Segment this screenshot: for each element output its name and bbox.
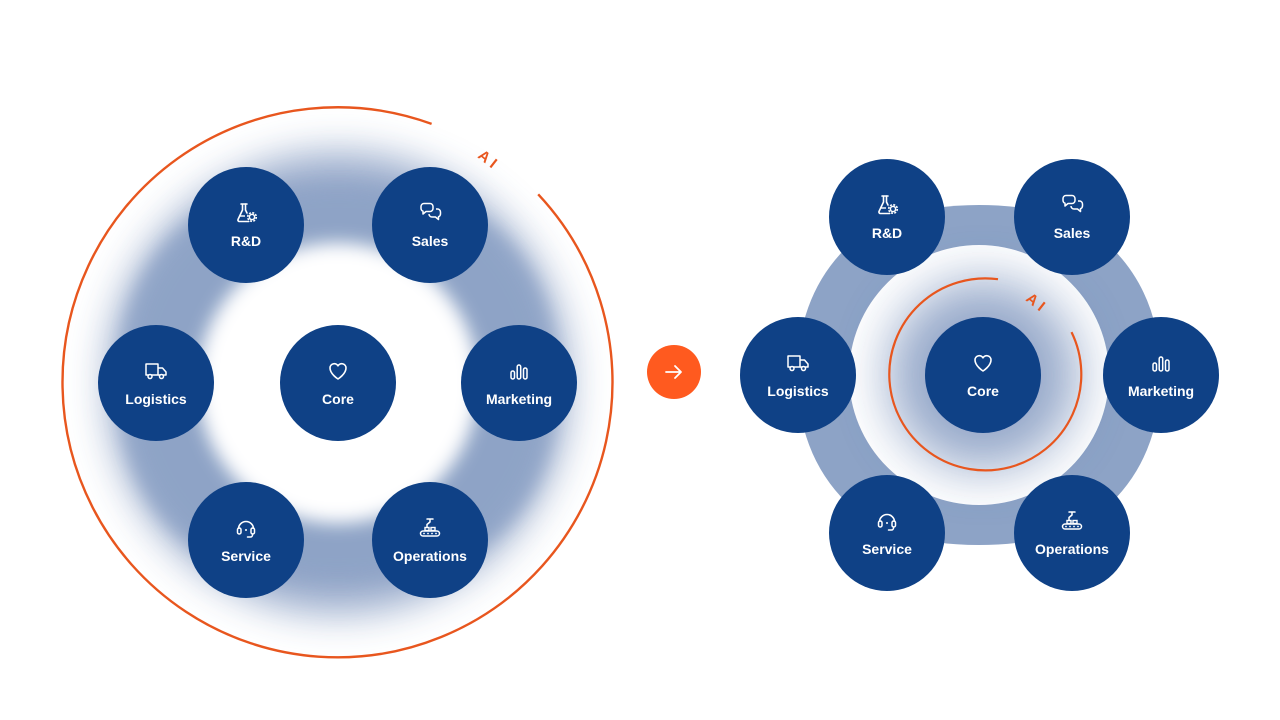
- left-node-core: Core: [280, 325, 396, 441]
- ai-label: AI: [475, 147, 504, 175]
- left-node-logistics: Logistics: [98, 325, 214, 441]
- left-node-marketing: Marketing: [461, 325, 577, 441]
- left-node-label-rnd: R&D: [231, 233, 261, 249]
- right-node-circle-service: [829, 475, 945, 591]
- right-node-circle-operations: [1014, 475, 1130, 591]
- right-node-circle-core: [925, 317, 1041, 433]
- left-node-label-service: Service: [221, 548, 271, 564]
- right-node-label-logistics: Logistics: [767, 383, 829, 399]
- ai-orbit-arc-inner: [888, 277, 1083, 472]
- right-node-circle-marketing: [1103, 317, 1219, 433]
- right-node-label-sales: Sales: [1054, 225, 1091, 241]
- left-node-operations: Operations: [372, 482, 488, 598]
- left-node-circle-core: [280, 325, 396, 441]
- left-node-circle-service: [188, 482, 304, 598]
- right-node-label-operations: Operations: [1035, 541, 1109, 557]
- left-node-label-marketing: Marketing: [486, 391, 552, 407]
- right-node-logistics: Logistics: [740, 317, 856, 433]
- right-node-sales: Sales: [1014, 159, 1130, 275]
- left-node-label-logistics: Logistics: [125, 391, 187, 407]
- right-node-label-marketing: Marketing: [1128, 383, 1194, 399]
- right-node-label-service: Service: [862, 541, 912, 557]
- left-node-rnd: R&D: [188, 167, 304, 283]
- right-node-operations: Operations: [1014, 475, 1130, 591]
- left-node-label-core: Core: [322, 391, 354, 407]
- right-node-circle-logistics: [740, 317, 856, 433]
- right-node-label-core: Core: [967, 383, 999, 399]
- left-node-sales: Sales: [372, 167, 488, 283]
- left-node-circle-marketing: [461, 325, 577, 441]
- left-node-circle-operations: [372, 482, 488, 598]
- left-node-circle-rnd: [188, 167, 304, 283]
- left-node-circle-sales: [372, 167, 488, 283]
- left-node-circle-logistics: [98, 325, 214, 441]
- transition-arrow: [647, 345, 701, 399]
- right-node-circle-sales: [1014, 159, 1130, 275]
- left-node-label-sales: Sales: [412, 233, 449, 249]
- right-node-label-rnd: R&D: [872, 225, 902, 241]
- right-node-service: Service: [829, 475, 945, 591]
- right-node-marketing: Marketing: [1103, 317, 1219, 433]
- right-node-circle-rnd: [829, 159, 945, 275]
- right-node-rnd: R&D: [829, 159, 945, 275]
- right-node-core: Core: [925, 317, 1041, 433]
- ai-orbit-arc: [61, 106, 614, 659]
- left-node-label-operations: Operations: [393, 548, 467, 564]
- left-node-service: Service: [188, 482, 304, 598]
